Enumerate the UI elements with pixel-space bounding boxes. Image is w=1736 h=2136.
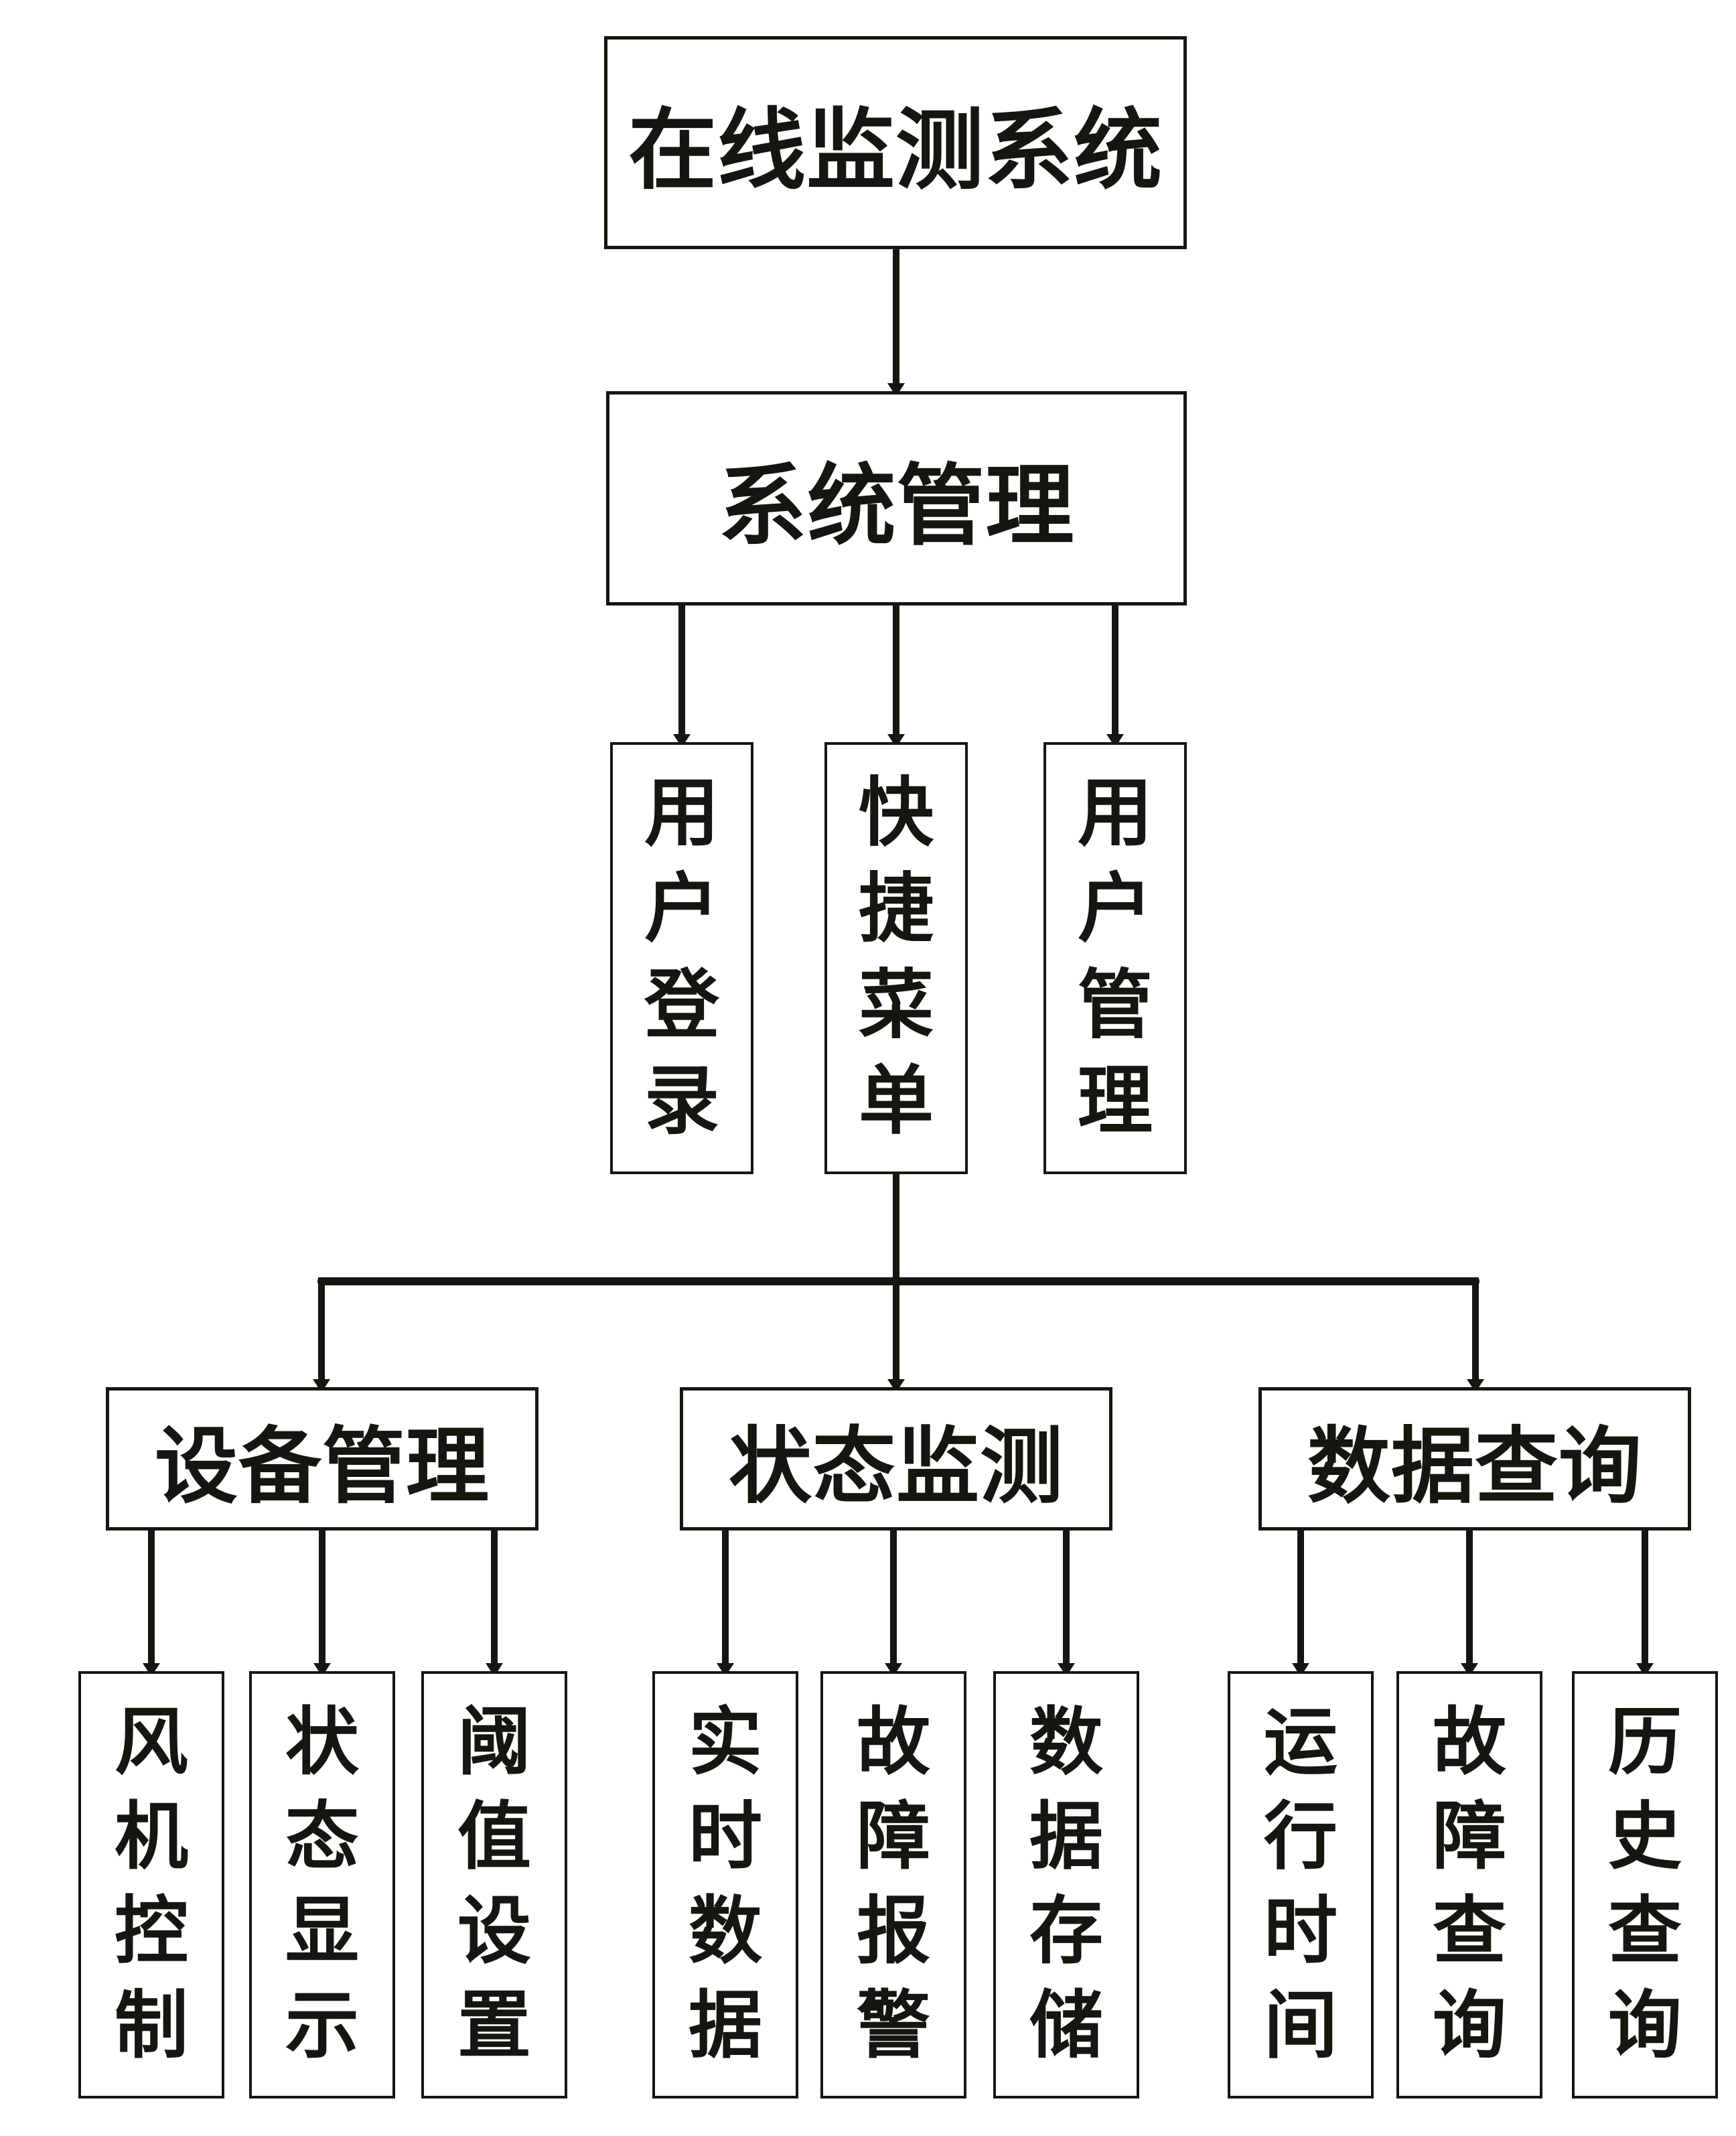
node-data-query: 数据查询 xyxy=(1258,1387,1691,1530)
connector-to-threshold-setting xyxy=(491,1530,498,1666)
node-fault-alarm-label: 故障报警 xyxy=(856,1702,930,2067)
node-root: 在线监测系统 xyxy=(604,36,1187,249)
node-root-label: 在线监测系统 xyxy=(628,101,1163,200)
connector-bar-to-device-management xyxy=(318,1277,325,1383)
node-realtime-data-label: 实时数据 xyxy=(688,1702,762,2067)
node-data-storage-label: 数据存储 xyxy=(1029,1702,1103,2067)
node-user-login: 用户登录 xyxy=(610,742,753,1174)
node-threshold-setting-label: 阈值设置 xyxy=(457,1702,531,2067)
node-data-query-label: 数据查询 xyxy=(1307,1421,1642,1513)
connector-to-fan-control xyxy=(148,1530,155,1666)
node-quick-menu-label: 快捷菜单 xyxy=(859,772,934,1143)
connector-root-to-system-management xyxy=(893,249,899,386)
node-running-time: 运行时间 xyxy=(1228,1671,1374,2098)
node-status-display: 状态显示 xyxy=(249,1671,395,2098)
node-system-management: 系统管理 xyxy=(606,391,1187,606)
connector-to-running-time xyxy=(1297,1530,1304,1666)
node-status-monitoring: 状态监测 xyxy=(680,1387,1112,1530)
node-realtime-data: 实时数据 xyxy=(652,1671,798,2098)
connector-bar-to-data-query xyxy=(1472,1277,1479,1383)
connector-to-status-display xyxy=(319,1530,326,1666)
node-user-management-label: 用户管理 xyxy=(1078,772,1153,1143)
node-device-management-label: 设备管理 xyxy=(154,1421,490,1513)
connector-system-to-user-login xyxy=(678,606,685,737)
node-status-display-label: 状态显示 xyxy=(285,1702,359,2067)
connector-system-to-quick-menu xyxy=(893,606,899,737)
node-fault-query-label: 故障查询 xyxy=(1432,1702,1506,2067)
node-fault-query: 故障查询 xyxy=(1396,1671,1542,2098)
connector-quick-menu-to-bar xyxy=(893,1174,899,1281)
node-fault-alarm: 故障报警 xyxy=(820,1671,966,2098)
node-history-query: 历史查询 xyxy=(1572,1671,1718,2098)
node-data-storage: 数据存储 xyxy=(993,1671,1139,2098)
node-user-management: 用户管理 xyxy=(1043,742,1187,1174)
connector-system-to-user-management xyxy=(1112,606,1118,737)
node-fan-control-label: 风机控制 xyxy=(114,1702,188,2067)
connector-to-fault-query xyxy=(1466,1530,1473,1666)
connector-to-history-query xyxy=(1642,1530,1648,1666)
connector-to-data-storage xyxy=(1063,1530,1070,1666)
node-running-time-label: 运行时间 xyxy=(1263,1702,1337,2067)
node-quick-menu: 快捷菜单 xyxy=(824,742,968,1174)
connector-bar-to-status-monitoring xyxy=(893,1277,899,1383)
connector-to-fault-alarm xyxy=(890,1530,897,1666)
node-threshold-setting: 阈值设置 xyxy=(421,1671,567,2098)
node-system-management-label: 系统管理 xyxy=(718,457,1075,556)
node-status-monitoring-label: 状态监测 xyxy=(728,1421,1064,1513)
node-user-login-label: 用户登录 xyxy=(644,772,719,1143)
node-fan-control: 风机控制 xyxy=(78,1671,224,2098)
connector-to-realtime-data xyxy=(722,1530,729,1666)
node-history-query-label: 历史查询 xyxy=(1607,1702,1682,2067)
node-device-management: 设备管理 xyxy=(106,1387,538,1530)
